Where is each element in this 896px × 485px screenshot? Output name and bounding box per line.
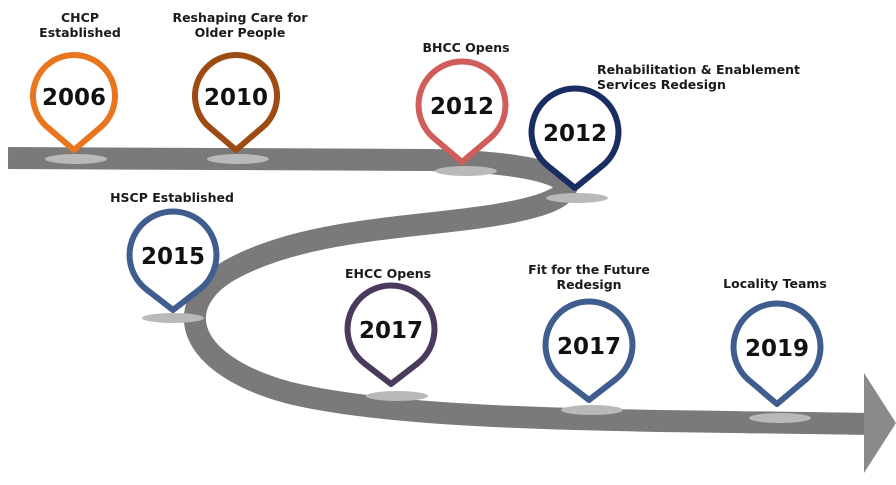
pin-marker-icon (528, 85, 622, 191)
pin-shadow-chcp (45, 154, 107, 164)
milestone-label-rehab: Rehabilitation & Enablement Services Red… (597, 62, 800, 92)
milestone-pin-rehab: 2012 (528, 85, 622, 191)
milestone-pin-hscp: 2015 (126, 208, 220, 313)
pin-marker-icon (730, 300, 824, 407)
pin-shadow-hscp (142, 313, 204, 323)
pin-marker-icon (192, 52, 280, 153)
pin-marker-icon (344, 282, 438, 387)
milestone-label-hscp: HSCP Established (110, 190, 234, 205)
pin-shadow-bhcc (435, 166, 497, 176)
pin-marker-icon (30, 52, 118, 153)
milestone-label-fitfuture: Fit for the Future Redesign (528, 262, 650, 292)
milestone-year: 2017 (557, 334, 621, 360)
milestone-year: 2010 (204, 85, 268, 111)
milestone-label-reshaping: Reshaping Care for Older People (172, 10, 308, 40)
milestone-year: 2012 (543, 121, 607, 147)
timeline-road (7, 147, 869, 435)
pin-shadow-rehab (546, 193, 608, 203)
milestone-year: 2012 (430, 94, 494, 120)
milestone-pin-chcp: 2006 (30, 52, 118, 153)
milestone-pin-locality: 2019 (730, 300, 824, 407)
milestone-year: 2019 (745, 336, 809, 362)
milestone-pin-bhcc: 2012 (415, 58, 509, 165)
timeline-arrowhead (864, 373, 896, 473)
pin-shadow-fitfuture (561, 405, 623, 415)
milestone-pin-fitfuture: 2017 (542, 298, 636, 403)
milestone-year: 2006 (42, 85, 106, 111)
pin-shadow-reshaping (207, 154, 269, 164)
milestone-label-chcp: CHCP Established (39, 10, 121, 40)
milestone-label-ehcc: EHCC Opens (344, 266, 432, 281)
milestone-pin-ehcc: 2017 (344, 282, 438, 387)
pin-shadow-locality (749, 413, 811, 423)
pin-marker-icon (542, 298, 636, 403)
milestone-pin-reshaping: 2010 (192, 52, 280, 153)
milestone-year: 2017 (359, 318, 423, 344)
pin-marker-icon (126, 208, 220, 313)
milestone-label-locality: Locality Teams (723, 276, 827, 291)
milestone-label-bhcc: BHCC Opens (422, 40, 510, 55)
pin-shadow-ehcc (366, 391, 428, 401)
milestone-year: 2015 (141, 244, 205, 270)
pin-marker-icon (415, 58, 509, 165)
